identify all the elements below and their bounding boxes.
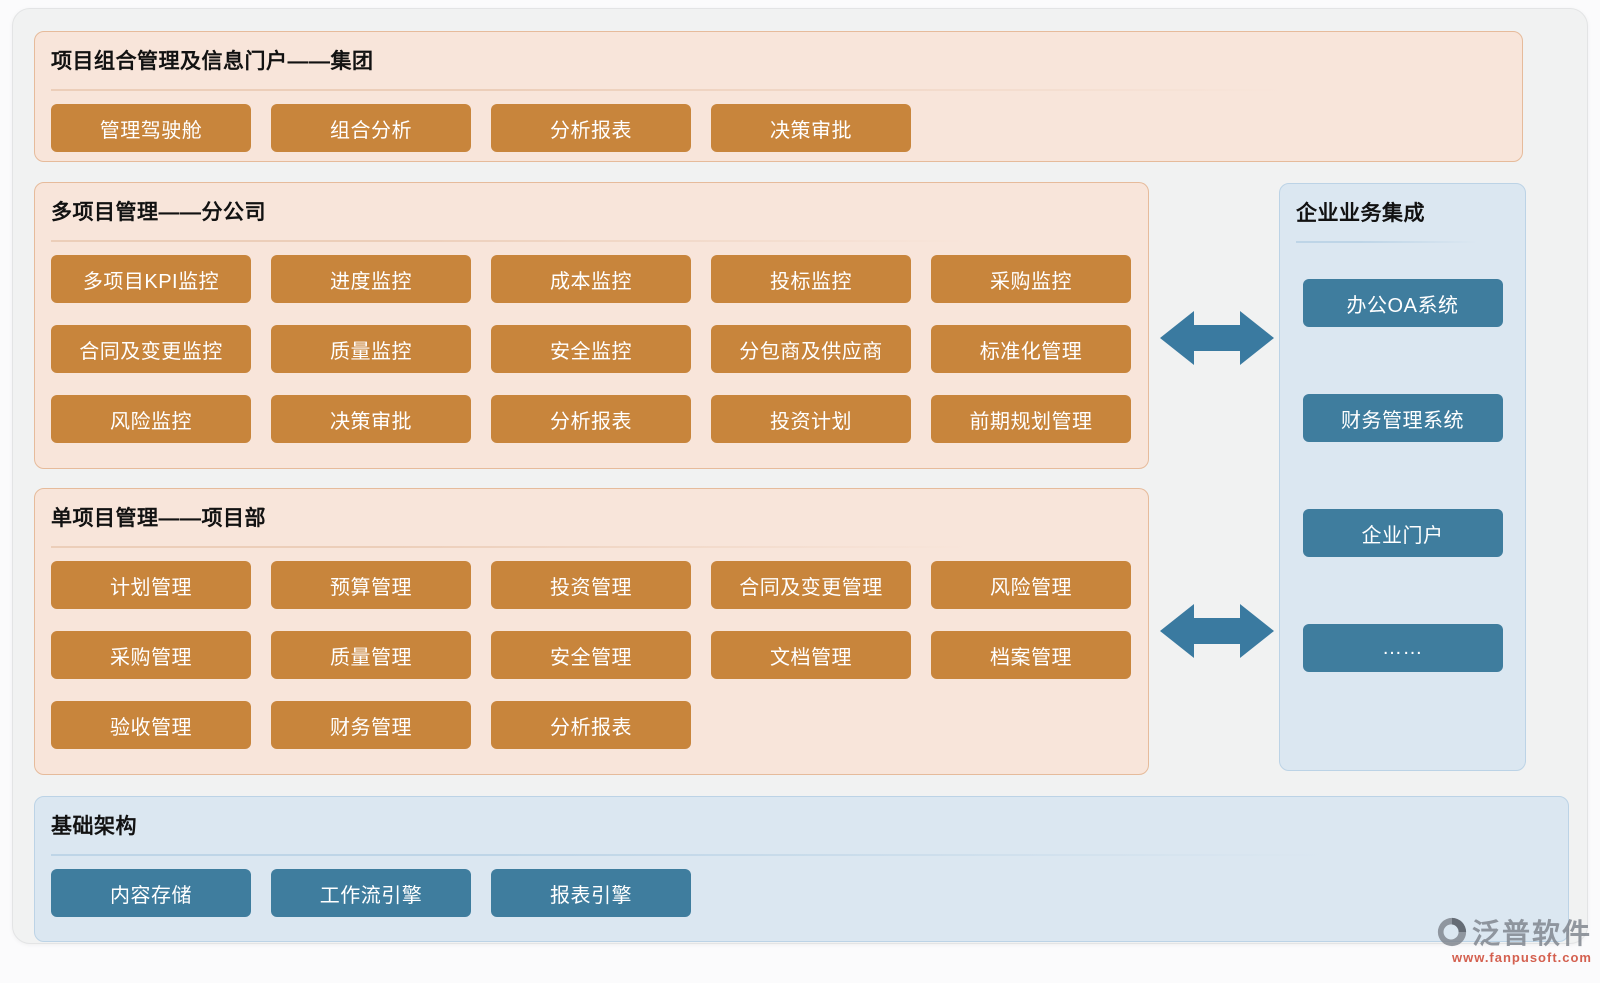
procurement-monitor-button[interactable]: 采购监控	[931, 255, 1131, 303]
button-row: 多项目KPI监控 进度监控 成本监控 投标监控 采购监控	[51, 255, 1132, 303]
section-infrastructure: 基础架构 内容存储 工作流引擎 报表引擎	[34, 796, 1569, 942]
more-systems-button[interactable]: ……	[1302, 624, 1503, 672]
portfolio-analysis-button[interactable]: 组合分析	[271, 104, 471, 152]
section-title: 项目组合管理及信息门户——集团	[51, 50, 374, 73]
section-multi-project-management: 多项目管理——分公司 多项目KPI监控 进度监控 成本监控 投标监控 采购监控 …	[34, 182, 1149, 469]
button-row: 风险监控 决策审批 分析报表 投资计划 前期规划管理	[51, 395, 1132, 443]
analysis-report-button[interactable]: 分析报表	[491, 395, 691, 443]
button-row: 验收管理 财务管理 分析报表	[51, 701, 1132, 749]
enterprise-portal-button[interactable]: 企业门户	[1302, 509, 1503, 557]
bidding-monitor-button[interactable]: 投标监控	[711, 255, 911, 303]
report-engine-button[interactable]: 报表引擎	[491, 869, 691, 917]
watermark-url: www.fanpusoft.com	[1451, 950, 1592, 965]
divider	[51, 546, 1132, 548]
risk-management-button[interactable]: 风险管理	[931, 561, 1131, 609]
diagram-canvas: 项目组合管理及信息门户——集团 管理驾驶舱 组合分析 分析报表 决策审批 多项目…	[12, 8, 1588, 944]
analysis-report-button[interactable]: 分析报表	[491, 104, 691, 152]
decision-approval-button[interactable]: 决策审批	[711, 104, 911, 152]
progress-monitor-button[interactable]: 进度监控	[271, 255, 471, 303]
office-oa-system-button[interactable]: 办公OA系统	[1302, 279, 1503, 327]
button-row: 内容存储 工作流引擎 报表引擎	[51, 869, 1552, 917]
contract-change-monitor-button[interactable]: 合同及变更监控	[51, 325, 251, 373]
management-cockpit-button[interactable]: 管理驾驶舱	[51, 104, 251, 152]
divider	[51, 240, 1132, 242]
section-title: 单项目管理——项目部	[51, 507, 266, 530]
double-arrow-icon	[1160, 311, 1274, 365]
divider	[51, 854, 1552, 856]
section-title: 企业业务集成	[1296, 202, 1425, 225]
divider	[51, 89, 1506, 91]
safety-monitor-button[interactable]: 安全监控	[491, 325, 691, 373]
acceptance-management-button[interactable]: 验收管理	[51, 701, 251, 749]
workflow-engine-button[interactable]: 工作流引擎	[271, 869, 471, 917]
multi-project-kpi-monitor-button[interactable]: 多项目KPI监控	[51, 255, 251, 303]
section-title: 基础架构	[51, 815, 137, 838]
section-single-project-management: 单项目管理——项目部 计划管理 预算管理 投资管理 合同及变更管理 风险管理 采…	[34, 488, 1149, 775]
archive-management-button[interactable]: 档案管理	[931, 631, 1131, 679]
section-title: 多项目管理——分公司	[51, 201, 266, 224]
button-row: 管理驾驶舱 组合分析 分析报表 决策审批	[51, 104, 1506, 152]
analysis-report-button[interactable]: 分析报表	[491, 701, 691, 749]
finance-management-button[interactable]: 财务管理	[271, 701, 471, 749]
quality-monitor-button[interactable]: 质量监控	[271, 325, 471, 373]
decision-approval-button[interactable]: 决策审批	[271, 395, 471, 443]
section-enterprise-integration: 企业业务集成 办公OA系统 财务管理系统 企业门户 ……	[1279, 183, 1526, 771]
contract-change-management-button[interactable]: 合同及变更管理	[711, 561, 911, 609]
cost-monitor-button[interactable]: 成本监控	[491, 255, 691, 303]
safety-management-button[interactable]: 安全管理	[491, 631, 691, 679]
button-row: 采购管理 质量管理 安全管理 文档管理 档案管理	[51, 631, 1132, 679]
button-row: 合同及变更监控 质量监控 安全监控 分包商及供应商 标准化管理	[51, 325, 1132, 373]
quality-management-button[interactable]: 质量管理	[271, 631, 471, 679]
content-storage-button[interactable]: 内容存储	[51, 869, 251, 917]
button-row: 计划管理 预算管理 投资管理 合同及变更管理 风险管理	[51, 561, 1132, 609]
document-management-button[interactable]: 文档管理	[711, 631, 911, 679]
divider	[1296, 241, 1509, 243]
standardization-management-button[interactable]: 标准化管理	[931, 325, 1131, 373]
button-column: 办公OA系统 财务管理系统 企业门户 ……	[1296, 279, 1509, 672]
section-portfolio-management: 项目组合管理及信息门户——集团 管理驾驶舱 组合分析 分析报表 决策审批	[34, 31, 1523, 162]
risk-monitor-button[interactable]: 风险监控	[51, 395, 251, 443]
investment-management-button[interactable]: 投资管理	[491, 561, 691, 609]
subcontractor-supplier-button[interactable]: 分包商及供应商	[711, 325, 911, 373]
procurement-management-button[interactable]: 采购管理	[51, 631, 251, 679]
investment-plan-button[interactable]: 投资计划	[711, 395, 911, 443]
financial-management-system-button[interactable]: 财务管理系统	[1302, 394, 1503, 442]
plan-management-button[interactable]: 计划管理	[51, 561, 251, 609]
preplanning-management-button[interactable]: 前期规划管理	[931, 395, 1131, 443]
budget-management-button[interactable]: 预算管理	[271, 561, 471, 609]
double-arrow-icon	[1160, 604, 1274, 658]
